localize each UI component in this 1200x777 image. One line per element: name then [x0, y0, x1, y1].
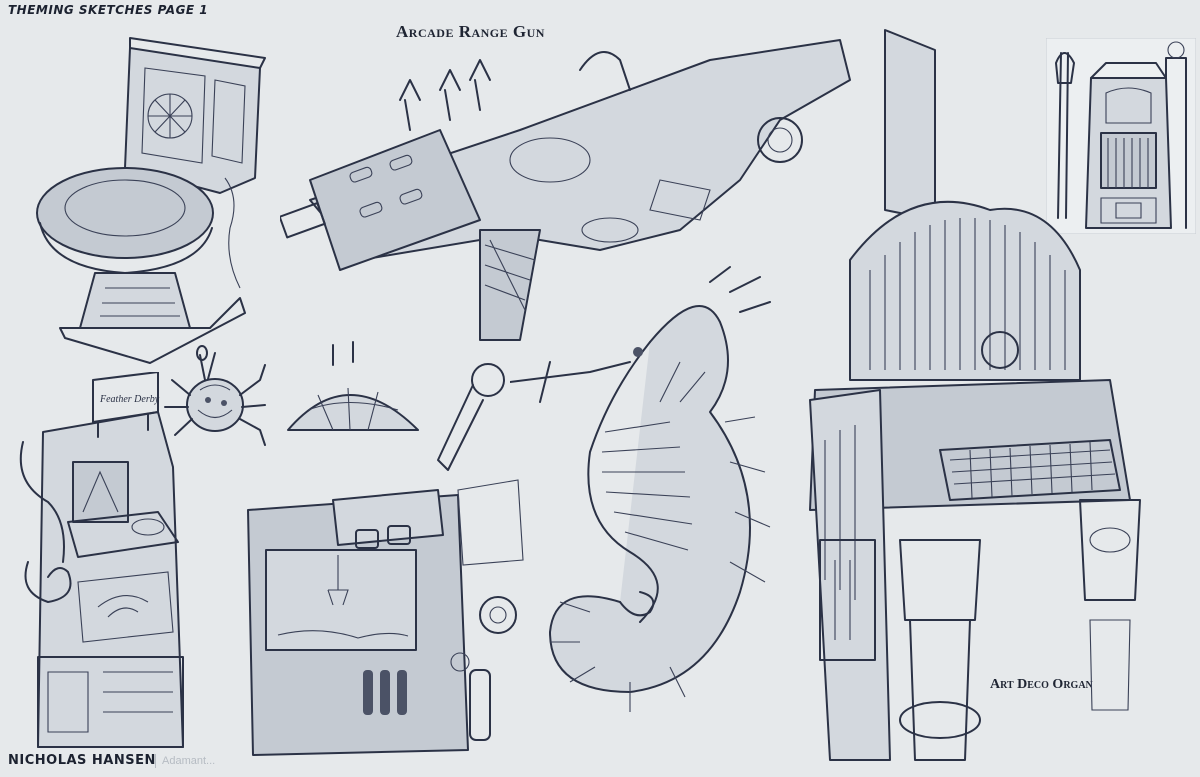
- organ-sketch: [809, 29, 1141, 761]
- gun-label: Arcade Range Gun: [396, 22, 545, 41]
- artist-signature: NICHOLAS HANSEN: [8, 753, 156, 768]
- watermark: Adamant...: [162, 755, 216, 767]
- signature-divider: [155, 754, 156, 768]
- claw-machine-sketch: [247, 341, 524, 756]
- gun-sketch: [280, 39, 851, 341]
- derby-sign-text: Feather Derby: [99, 394, 160, 405]
- booth-sketch: [1046, 38, 1196, 234]
- crab-sketch: [164, 345, 266, 446]
- toilet-sketch: [36, 37, 266, 364]
- organ-label: Art Deco Organ: [990, 677, 1093, 692]
- derby-cabinet-sketch: Feather Derby: [19, 372, 184, 748]
- page-title: THEMING SKETCHES PAGE 1: [8, 3, 209, 17]
- seahorse-sketch: [510, 266, 771, 712]
